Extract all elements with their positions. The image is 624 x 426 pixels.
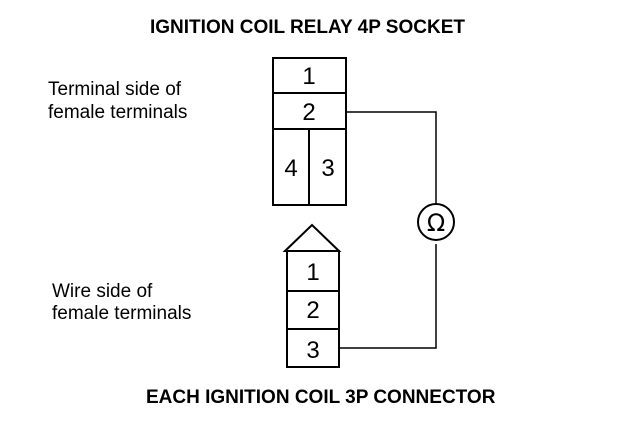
relay-pin-2: 2 [302, 99, 315, 126]
connector-lock-tab [282, 223, 342, 252]
relay-pin-4: 4 [284, 155, 297, 182]
coil-connector-side-label-line2: female terminals [52, 303, 191, 324]
relay-pin-1: 1 [302, 63, 315, 90]
coil-connector-title: EACH IGNITION COIL 3P CONNECTOR [146, 387, 496, 408]
test-lead-coil-pin-3 [339, 244, 437, 349]
relay-socket-title: IGNITION COIL RELAY 4P SOCKET [150, 17, 465, 38]
relay-socket-side-label-line1: Terminal side of [48, 79, 182, 100]
relay-4p-socket: 1 2 4 3 [272, 57, 347, 206]
ohm-symbol: Ω [427, 209, 445, 237]
coil-pin-1: 1 [306, 259, 319, 286]
coil-pin-3: 3 [306, 337, 319, 364]
coil-connector-side-label-line1: Wire side of [52, 281, 153, 302]
test-lead-relay-pin-2 [346, 111, 437, 204]
coil-pin-2: 2 [306, 297, 319, 324]
relay-pin-3: 3 [321, 155, 334, 182]
ohmmeter-icon: Ω [417, 203, 455, 241]
coil-3p-connector: 1 2 3 [282, 223, 342, 368]
relay-socket-side-label-line2: female terminals [48, 102, 187, 123]
